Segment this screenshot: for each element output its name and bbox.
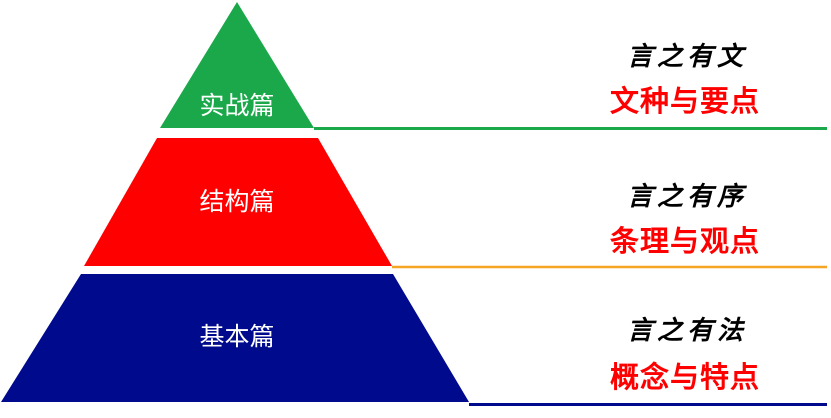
tier-top-label: 实战篇 — [199, 91, 274, 120]
tier-bottom-motto: 言之有法 — [626, 316, 747, 346]
tier-bottom-label: 基本篇 — [199, 322, 274, 351]
tier-middle-topic: 条理与观点 — [609, 224, 760, 258]
tier-bottom-shape — [1, 274, 469, 402]
tier-middle-motto: 言之有序 — [626, 182, 747, 212]
tier-middle-shape — [84, 138, 392, 266]
tier-middle-label: 结构篇 — [199, 187, 274, 216]
tier-top-topic: 文种与要点 — [609, 84, 760, 118]
tier-bottom-topic: 概念与特点 — [609, 360, 760, 394]
tier-top-shape — [160, 2, 314, 128]
tier-top-motto: 言之有文 — [626, 42, 747, 72]
